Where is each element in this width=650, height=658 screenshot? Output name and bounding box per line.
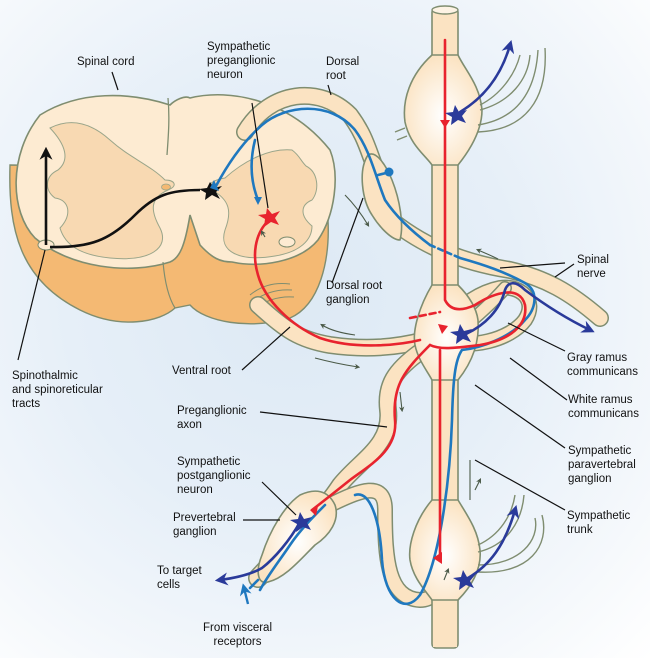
label-ventral-root: Ventral root <box>172 365 231 377</box>
label-gray-ramus-communicans: Gray ramus communicans <box>567 352 638 378</box>
label-spinal-cord: Spinal cord <box>77 56 135 68</box>
label-prevertebral-ganglion: Prevertebral ganglion <box>173 512 236 538</box>
dorsal-root-ganglion <box>361 153 403 241</box>
label-from-visceral-receptors: From visceral receptors <box>203 622 273 648</box>
spinothalamic-pathway <box>39 146 222 249</box>
label-sympathetic-postganglionic-neuron: Sympathetic postganglionic neuron <box>177 456 251 496</box>
flow-arrows <box>260 194 499 581</box>
label-spinothalamic-tracts: Spinothalmic and spinoreticular tracts <box>12 370 103 410</box>
label-preganglionic-axon: Preganglionic axon <box>177 405 247 431</box>
label-to-target-cells: To target cells <box>157 565 202 591</box>
label-sympathetic-paravertebral-ganglion: Sympathetic paravertebral ganglion <box>568 445 636 485</box>
leader-lines <box>17 71 575 521</box>
preganglionic-pathway <box>253 38 527 564</box>
label-dorsal-root: Dorsal root <box>326 56 360 82</box>
dorsal-horn-neuron-icon <box>199 182 222 200</box>
middle-postganglionic-neuron-icon <box>450 324 472 344</box>
label-spinal-nerve: Spinal nerve <box>577 254 609 280</box>
lower-postganglionic-neuron-icon <box>453 570 475 590</box>
preganglionic-neuron-icon <box>258 208 280 227</box>
label-white-ramus-communicans: White ramus communicans <box>568 394 639 420</box>
label-sympathetic-preganglionic-neuron: Sympathetic preganglionic neuron <box>207 41 276 81</box>
upper-postganglionic-neuron-icon <box>445 105 467 125</box>
label-sympathetic-trunk: Sympathetic trunk <box>567 510 631 536</box>
spinal-cord <box>9 93 336 325</box>
label-dorsal-root-ganglion: Dorsal root ganglion <box>326 280 383 306</box>
postganglionic-pathway <box>214 40 595 590</box>
